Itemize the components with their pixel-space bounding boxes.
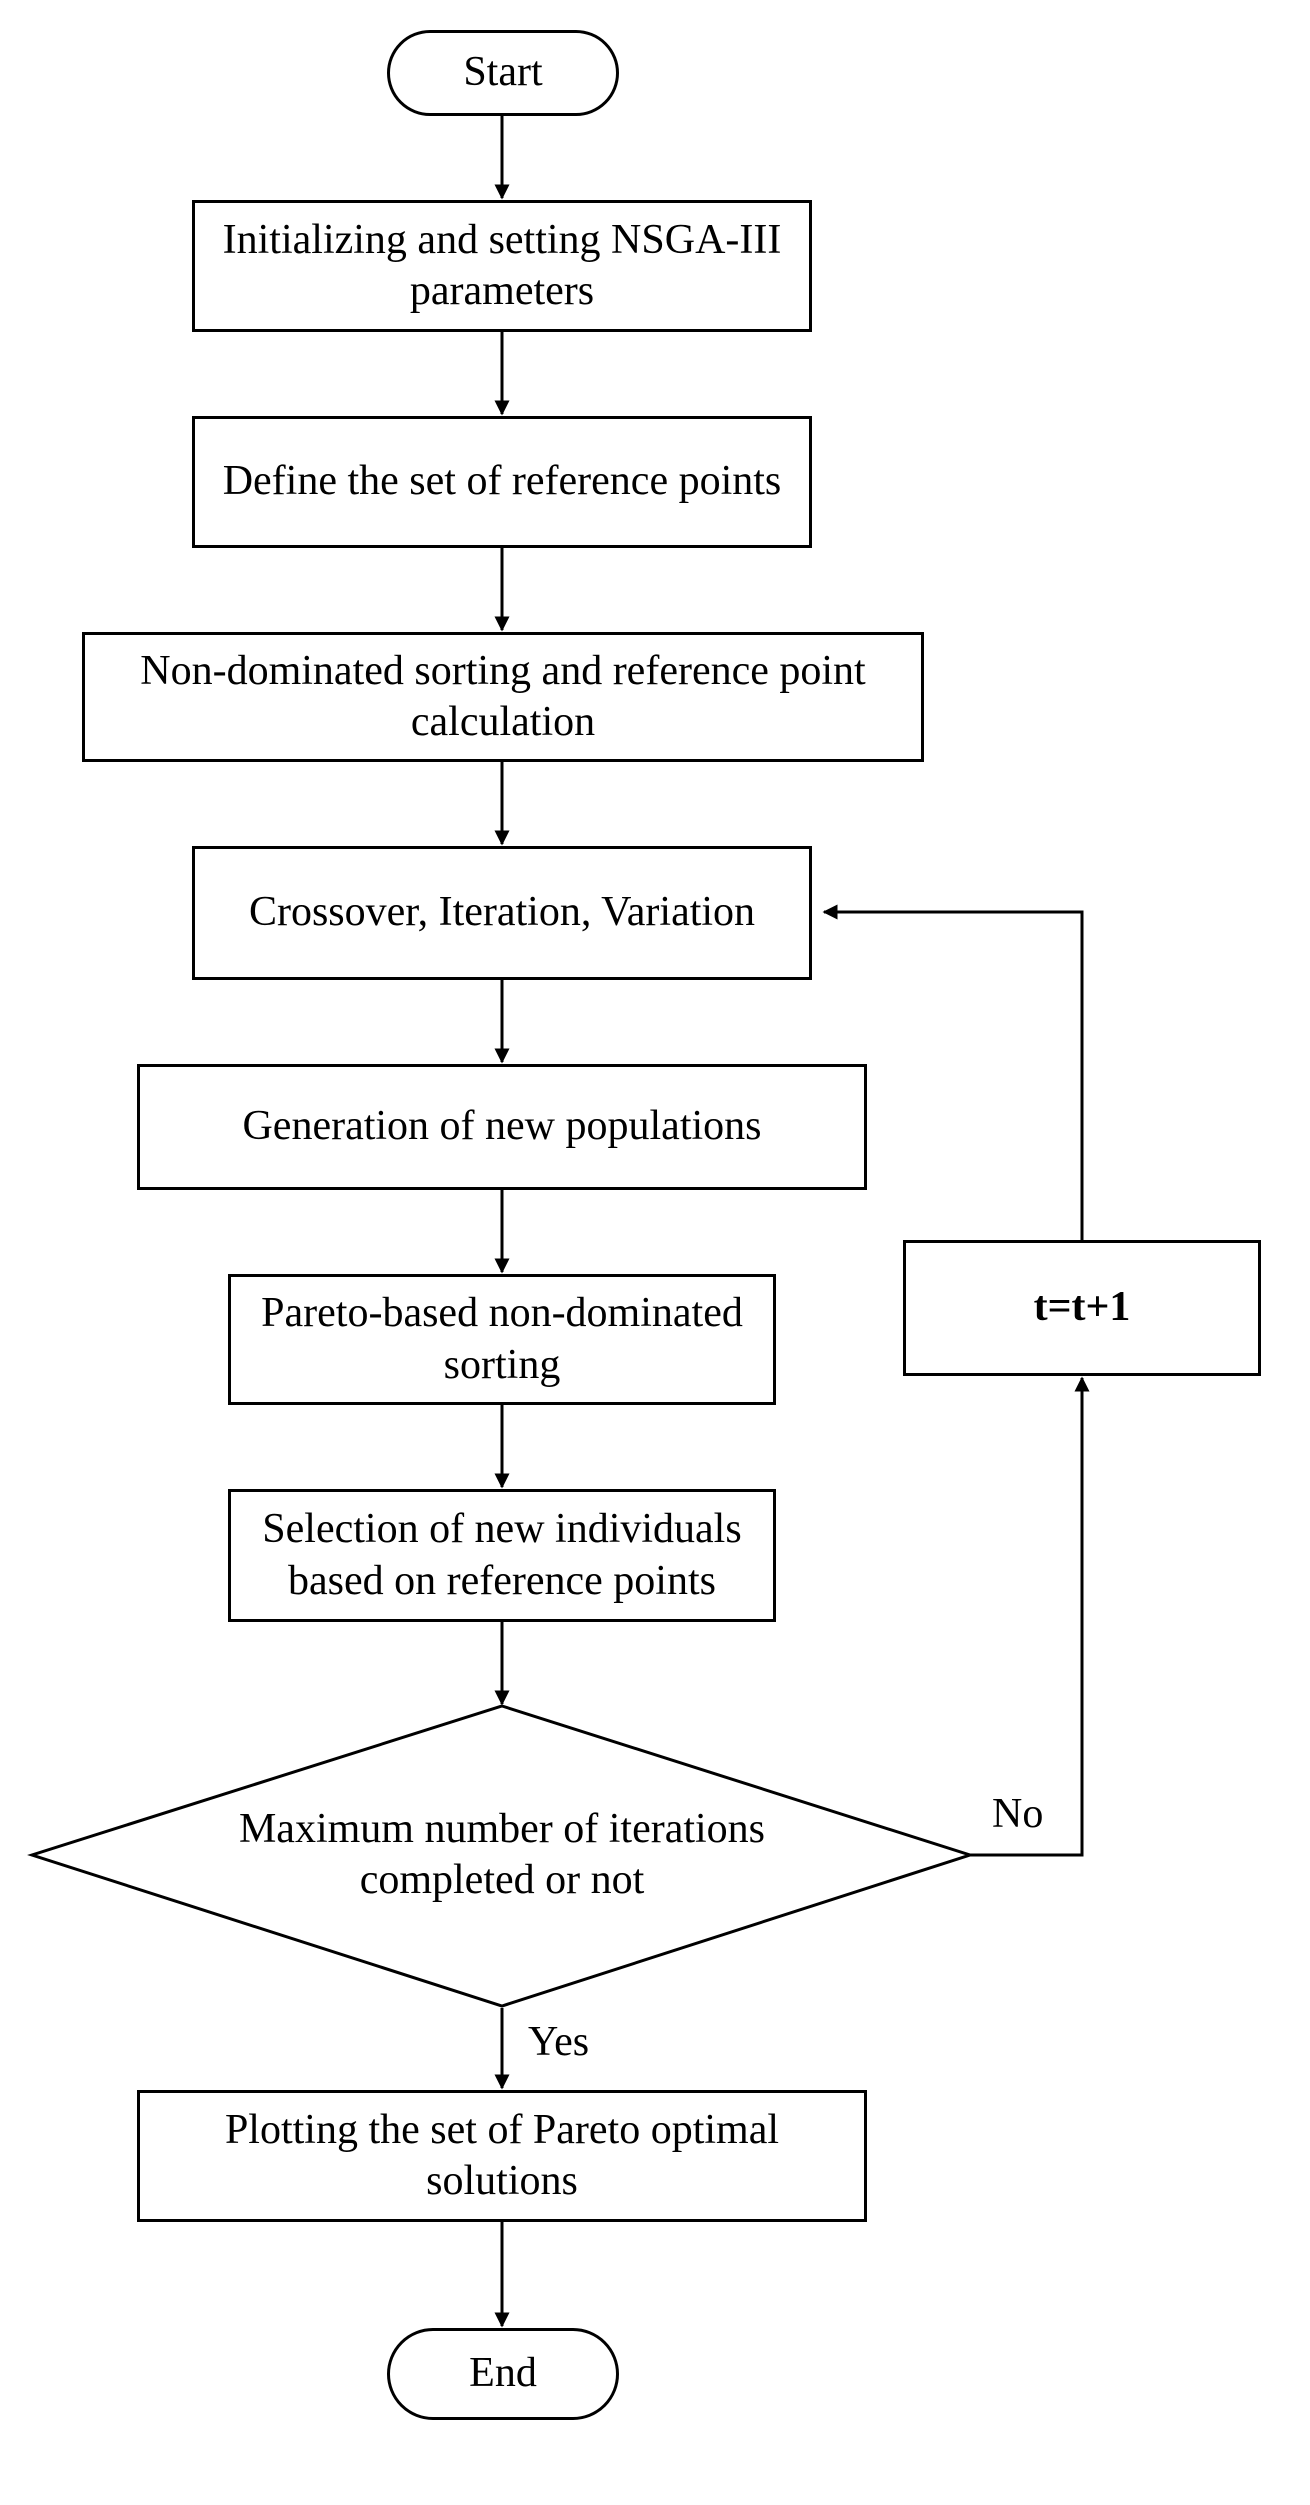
arrow-decision-increment [970,1376,1090,1857]
start-terminal: Start [387,30,619,116]
end-terminal: End [387,2328,619,2420]
no-label: No [992,1791,1044,1837]
plot-pareto-box: Plotting the set of Pareto optimal solut… [137,2090,867,2222]
arrow-increment-crossover [822,904,1084,1240]
selection-box: Selection of new individuals based on re… [228,1489,776,1622]
decision-diamond [27,1704,975,2008]
decision-label: Maximum number of iterations completed o… [238,1805,766,1903]
crossover-box: Crossover, Iteration, Variation [192,846,812,980]
increment-box: t=t+1 [903,1240,1261,1376]
init-parameters-box: Initializing and setting NSGA-III parame… [192,200,812,332]
generation-box: Generation of new populations [137,1064,867,1190]
pareto-sorting-box: Pareto-based non-dominated sorting [228,1274,776,1405]
define-reference-points-box: Define the set of reference points [192,416,812,548]
yes-label: Yes [528,2019,590,2065]
non-dominated-sorting-box: Non-dominated sorting and reference poin… [82,632,924,762]
